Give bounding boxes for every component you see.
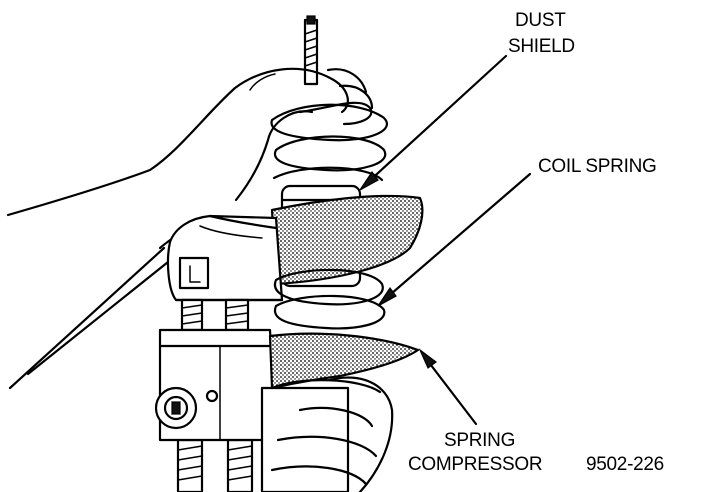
coil-spring-label: COIL SPRING	[538, 156, 656, 177]
lower-compressor-clamp	[154, 328, 278, 442]
spring-compressor-label-line2: COMPRESSOR	[408, 454, 542, 475]
coil-spring-lower	[260, 376, 394, 492]
upper-compressor-clamp	[166, 214, 284, 302]
left-leader-lines	[8, 246, 170, 390]
figure-number: 9502-226	[586, 454, 664, 475]
spring-compressor-label-line1: SPRING	[444, 430, 515, 451]
coil-spring-middle	[273, 268, 386, 330]
lower-compressor-jaw	[268, 332, 420, 390]
dust-shield-label-line2: SHIELD	[508, 36, 575, 57]
dust-shield-leader	[359, 54, 508, 191]
upper-compressor-jaw	[270, 194, 424, 286]
coil-spring-leader	[377, 172, 532, 307]
strut-rod	[303, 15, 319, 86]
dust-shield-label-line1: DUST	[515, 10, 566, 31]
spring-compressor-leader	[418, 348, 478, 426]
hand	[6, 67, 374, 250]
compressor-threaded-rods	[176, 298, 254, 492]
